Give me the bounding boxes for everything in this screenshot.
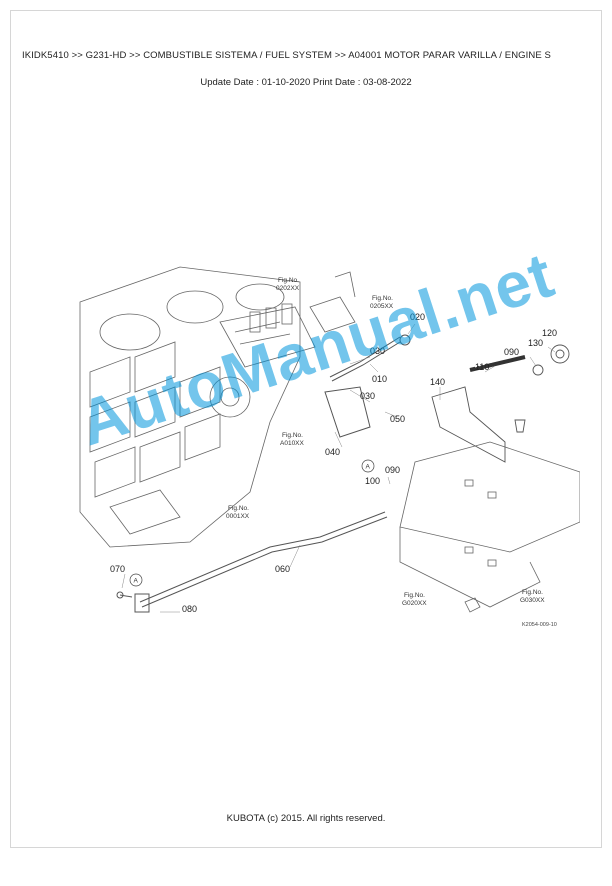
svg-text:Fig.No.: Fig.No. — [228, 505, 249, 512]
svg-text:A: A — [366, 464, 371, 471]
svg-text:A: A — [134, 578, 139, 585]
fig-ref-0205: Fig.No. 0205XX — [370, 295, 394, 310]
fig-ref-a010: Fig.No. A010XX — [280, 432, 305, 447]
date-info: Update Date : 01-10-2020 Print Date : 03… — [200, 77, 412, 88]
part-label: 030 — [360, 391, 375, 401]
copyright-footer: KUBOTA (c) 2015. All rights reserved. — [226, 813, 386, 824]
parts-diagram-svg: 020 030 010 030 050 040 090 100 060 070 … — [79, 266, 580, 628]
fig-ref-0202: Fig.No. 0202XX — [276, 277, 300, 292]
breadcrumb: IKIDK5410 >> G231-HD >> COMBUSTIBLE SIST… — [22, 50, 551, 61]
svg-text:G020XX: G020XX — [402, 600, 427, 607]
part-label: 110 — [475, 362, 489, 372]
fig-ref-0001: Fig.No. 0001XX — [226, 505, 250, 520]
bracket-drawing — [431, 344, 570, 463]
part-label: 010 — [372, 374, 387, 384]
marker-a-upper: A — [361, 459, 375, 473]
page-frame — [10, 10, 602, 848]
part-label: 120 — [542, 328, 557, 338]
part-label: 100 — [365, 476, 380, 486]
svg-text:0202XX: 0202XX — [276, 285, 300, 292]
part-label: 070 — [110, 564, 125, 574]
part-label: 050 — [390, 414, 405, 424]
fig-ref-g020: Fig.No. G020XX — [402, 592, 427, 607]
part-label: 130 — [528, 338, 543, 348]
part-label: 080 — [182, 604, 197, 614]
part-label: 060 — [275, 564, 290, 574]
part-label: 030 — [370, 346, 385, 356]
svg-text:Fig.No.: Fig.No. — [522, 589, 543, 596]
part-label: 090 — [385, 465, 400, 475]
leader-lines — [121, 323, 556, 613]
linkage-drawing — [116, 334, 411, 613]
part-label: 040 — [325, 447, 340, 457]
svg-text:Fig.No.: Fig.No. — [372, 295, 393, 302]
svg-text:Fig.No.: Fig.No. — [278, 277, 299, 284]
marker-a-lower: A — [129, 573, 143, 587]
svg-text:Fig.No.: Fig.No. — [282, 432, 303, 439]
engine-block-drawing — [79, 266, 356, 548]
svg-text:A010XX: A010XX — [280, 440, 305, 447]
svg-text:0001XX: 0001XX — [226, 513, 250, 520]
svg-text:G030XX: G030XX — [520, 597, 545, 604]
frame-drawing — [399, 441, 580, 613]
drawing-ref-code: K2054-009-10 — [522, 622, 557, 628]
part-label: 020 — [410, 312, 425, 322]
svg-text:0205XX: 0205XX — [370, 303, 394, 310]
fig-ref-g030: Fig.No. G030XX — [520, 589, 545, 604]
svg-text:Fig.No.: Fig.No. — [404, 592, 425, 599]
part-label: 090 — [504, 347, 519, 357]
part-label: 140 — [430, 377, 445, 387]
parts-diagram: 020 030 010 030 050 040 090 100 060 070 … — [70, 262, 580, 632]
